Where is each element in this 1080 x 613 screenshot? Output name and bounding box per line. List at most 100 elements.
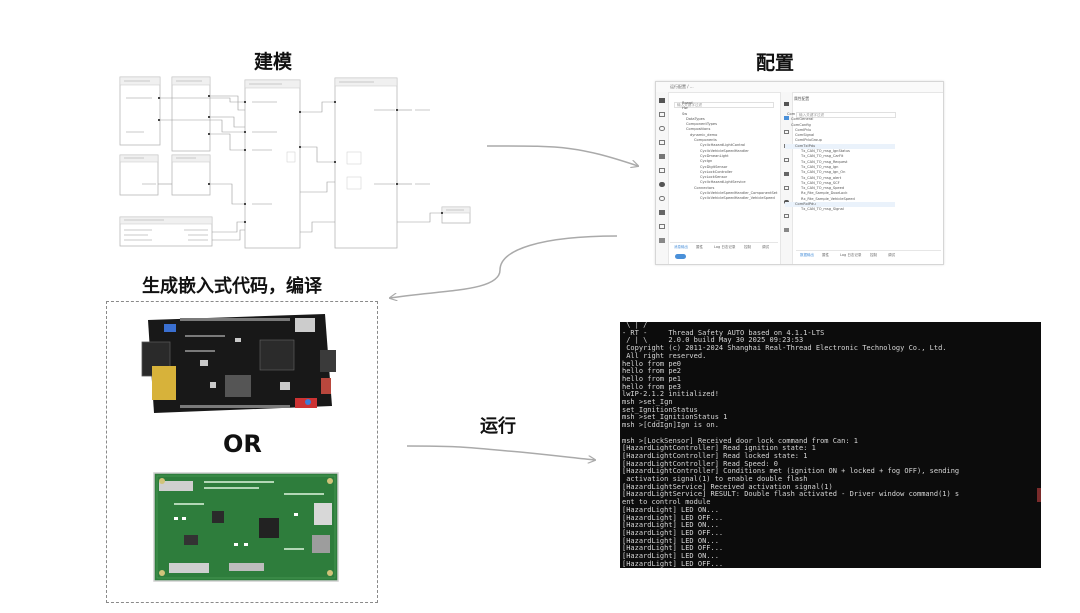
terminal-scrollbar[interactable]: [1037, 488, 1041, 502]
config-bottom-tabs-left: 消息输出 属性 Log 日志记录 控制 调试: [670, 242, 778, 251]
terminal-line: [HazardLight] LED OFF...: [622, 528, 724, 537]
terminal-line: ent to control module: [622, 498, 711, 507]
terminal-line: msh >set_IgnitionStatus 1: [622, 413, 728, 422]
config-toggle[interactable]: [675, 254, 686, 259]
tab-right-1[interactable]: 属性: [822, 253, 829, 257]
tree-item[interactable]: Tx_CAN_TO_msg_Ign: [801, 164, 839, 169]
config-right-header: 属性配置: [794, 96, 810, 101]
or-label: OR: [223, 430, 262, 458]
terminal-line: set_IgnitionStatus: [622, 405, 698, 414]
config-tree-right: Com ComGeneral ComConfig ComIPdu ComSign…: [785, 112, 895, 242]
config-left-iconbar: [656, 92, 669, 264]
run-label: 运行: [480, 416, 516, 437]
tree-item[interactable]: ComIPduGroup: [795, 138, 822, 143]
terminal-line: [HazardLight] LED ON...: [622, 552, 719, 561]
tree-item[interactable]: Tx_CAN_TO_msg_Speed: [801, 186, 845, 191]
tree-item[interactable]: CycDmeanLight: [700, 153, 729, 158]
tree-item[interactable]: CyclicVehicleSpeedHandler_ComponentSet: [700, 191, 778, 196]
tab-right-0[interactable]: 数据输出: [800, 253, 814, 257]
config-bottom-tabs-right: 数据输出 属性 Log 日志记录 控制 调试: [796, 250, 941, 259]
tree-item[interactable]: Rx_Rte_Sample_VehicleSpeed: [801, 196, 855, 201]
tree-item[interactable]: Board: [682, 101, 693, 105]
terminal-line: [HazardLight] LED ON...: [622, 521, 719, 530]
tab-left-0[interactable]: 消息输出: [674, 245, 688, 249]
tree-item[interactable]: dynamic_demo: [690, 132, 718, 137]
green-board-image: [153, 472, 339, 582]
config-search-right: 输入关键字过滤: [796, 112, 896, 118]
terminal-line: - RT - Thread Safety AUTO based on 4.1.1…: [622, 328, 825, 337]
codegen-frame: [106, 301, 378, 603]
tree-item[interactable]: ComSignal: [795, 133, 815, 138]
terminal-line: hello from pe3: [622, 382, 682, 391]
tab-right-4[interactable]: 调试: [888, 253, 895, 257]
tab-left-4[interactable]: 调试: [762, 245, 769, 249]
tree-item[interactable]: ComRxIPdu: [785, 202, 895, 208]
terminal-line: hello from pe1: [622, 374, 682, 383]
tab-left-2[interactable]: Log 日志记录: [714, 245, 736, 249]
terminal-line: [HazardLight] LED OFF...: [622, 544, 724, 553]
terminal-line: [HazardLightController] Read Speed: 0: [622, 459, 778, 468]
tree-item[interactable]: CycLockController: [700, 169, 733, 174]
tree-item[interactable]: Tx_CAN_TO_msg_CarFit: [801, 154, 844, 159]
tab-left-1[interactable]: 属性: [696, 245, 703, 249]
terminal-line: [HazardLight] LED OFF...: [622, 559, 724, 568]
modeling-heading: 建模: [254, 51, 293, 73]
tree-item[interactable]: CycIgn: [700, 159, 713, 164]
tree-item[interactable]: CyclicVehicleSpeedHandler_VehicleSpeed: [700, 196, 775, 201]
tree-item[interactable]: Compositions: [686, 127, 711, 132]
terminal-line: activation signal(1) to enable double fl…: [622, 475, 808, 484]
config-mid-iconbar: [780, 92, 793, 264]
tree-item[interactable]: Rx_Rte_Sample_DoorLock: [801, 191, 848, 196]
terminal-line: [HazardLightService] RESULT: Double flas…: [622, 490, 960, 499]
tree-item[interactable]: Tx_CAN_TO_msg_Ign_On: [801, 170, 846, 175]
codegen-heading: 生成嵌入式代码，编译: [142, 276, 322, 297]
tree-item[interactable]: CyclicVehicleSpeedHandler: [700, 148, 749, 153]
terminal-line: msh >[LockSensor] Received door lock com…: [622, 436, 859, 445]
terminal-line: [HazardLightController] Conditions met (…: [622, 467, 960, 476]
dev-board-image: [141, 314, 336, 413]
config-breadcrumb: 运行配置 / ...: [670, 84, 694, 89]
tree-item[interactable]: Tx_CAN_TO_msg_alert: [801, 175, 842, 180]
tree-item[interactable]: CycDigitSensor: [700, 164, 728, 169]
tree-item[interactable]: CyclicHazardLightControl: [700, 143, 746, 148]
tree-item[interactable]: ComGeneral: [791, 117, 814, 122]
terminal-line: hello from pe0: [622, 359, 682, 368]
tree-item[interactable]: Connectors: [694, 185, 715, 190]
config-titlebar: 运行配置 / ...: [656, 82, 943, 93]
terminal-output: \ | /- RT - Thread Safety AUTO based on …: [620, 322, 1041, 568]
terminal-line: [HazardLight] LED OFF...: [622, 513, 724, 522]
terminal-window: \ | /- RT - Thread Safety AUTO based on …: [620, 322, 1041, 568]
tree-item[interactable]: ComponentTypes: [686, 122, 717, 127]
tab-right-3[interactable]: 控制: [870, 253, 877, 257]
tree-item[interactable]: CycLockSensor: [700, 175, 728, 180]
tree-item[interactable]: Tx_CAN_TO_msg_SCF: [801, 180, 840, 185]
tree-item[interactable]: ComConfig: [791, 122, 811, 127]
terminal-line: [HazardLightController] Read locked stat…: [622, 451, 808, 460]
tree-item[interactable]: DataTypes: [686, 116, 705, 121]
tree-item[interactable]: Tx_CAN_TO_msg_Signal: [801, 207, 844, 212]
tree-item[interactable]: Hw: [682, 106, 688, 111]
arrow-config-to-codegen: [390, 235, 618, 298]
terminal-line: [HazardLightController] Read ignition st…: [622, 444, 816, 453]
tree-item[interactable]: CyclicHazardLightService: [700, 180, 746, 185]
tab-right-2[interactable]: Log 日志记录: [840, 253, 862, 257]
terminal-line: Copyright (c) 2011-2024 Shanghai Real-Th…: [622, 344, 947, 353]
tree-item[interactable]: Tx_CAN_TO_msg_Request: [801, 159, 848, 164]
tree-item[interactable]: Tx_CAN_TO_msg_IgnStatus: [801, 149, 850, 154]
config-window: 运行配置 / ... 输入关键字过滤 属性配置 输入关键字过滤 消息输出 属性 …: [655, 81, 944, 265]
tree-item[interactable]: Components: [694, 138, 717, 143]
terminal-line: [HazardLightService] Received activation…: [622, 482, 833, 491]
terminal-line: msh >[CddIgn]Ign is on.: [622, 421, 719, 430]
tree-item[interactable]: ComIPdu: [795, 127, 811, 132]
config-search-left: 输入关键字过滤: [674, 102, 774, 108]
terminal-line: All right reserved.: [622, 351, 707, 360]
tree-item[interactable]: ComTxIPdu: [785, 143, 895, 150]
arrow-board-to-run: [406, 445, 595, 460]
tree-item[interactable]: Sw: [682, 111, 688, 116]
model-diagram: [119, 76, 471, 249]
terminal-line: [HazardLight] LED ON...: [622, 505, 719, 514]
tab-left-3[interactable]: 控制: [744, 245, 751, 249]
terminal-line: [HazardLight] LED ON...: [622, 536, 719, 545]
tree-item[interactable]: Com: [787, 112, 796, 116]
